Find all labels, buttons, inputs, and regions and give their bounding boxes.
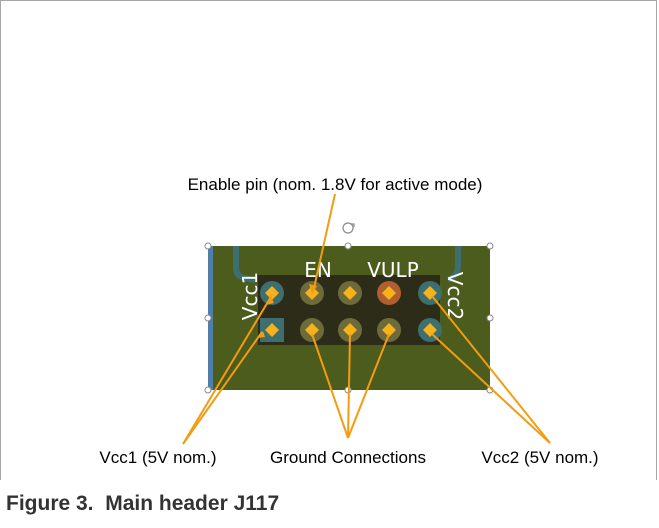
leader-vcc1-bottom [182,331,263,445]
vcc2-trace [446,246,461,283]
arrowhead [257,331,265,338]
pin-marker-diamond [382,286,396,300]
pin-marker-diamond [382,323,396,337]
pads-top-row [260,281,442,305]
leader-vcc1-top [182,294,273,445]
pin-marker-diamond [343,323,357,337]
figure-caption: Figure 3. Main header J117 [6,492,279,516]
arrowhead [266,297,274,305]
ground-connections-label: Ground Connections [270,448,426,467]
pin-marker-diamond [265,286,279,300]
header-diagram: EN VULP Vcc1 Vcc2 [99,175,598,467]
enable-pin-label: Enable pin (nom. 1.8V for active mode) [188,175,483,194]
leader-vcc2-bottom [431,333,551,444]
leader-gnd-3 [347,333,390,439]
figure-title: Main header J117 [105,492,280,515]
leader-vcc2-top [431,295,551,444]
pin-markers [265,286,437,337]
vcc2-label: Vcc2 (5V nom.) [481,448,598,467]
pin-marker-diamond [305,323,319,337]
resize-handle[interactable] [204,242,212,250]
vcc1-label: Vcc1 (5V nom.) [99,448,216,467]
pin-marker-diamond [423,323,437,337]
vcc1-trace [233,246,256,283]
leader-arrowheads [257,284,317,338]
silk-vcc1-label: Vcc1 [238,272,262,320]
silk-vulp-label: VULP [367,258,419,282]
arrowhead [309,284,317,294]
silk-vcc2-label: Vcc2 [443,272,467,320]
leader-gnd-1 [311,333,349,439]
rotate-arrow-icon [351,223,355,227]
resize-handle[interactable] [486,242,494,250]
pcb-board [208,246,490,390]
resize-handle[interactable] [486,314,494,322]
rotate-icon[interactable] [342,222,354,234]
leader-enable [313,193,336,289]
pin-marker-diamond [265,323,279,337]
leader-gnd-2 [347,333,351,439]
leader-lines [182,193,551,445]
rotate-handle[interactable] [342,222,355,234]
figure-number: Figure 3. [6,492,94,515]
figure-frame [0,0,657,480]
resize-handle[interactable] [344,242,352,250]
resize-handle[interactable] [204,386,212,394]
pin-marker-diamond [343,286,357,300]
resize-handle[interactable] [204,314,212,322]
